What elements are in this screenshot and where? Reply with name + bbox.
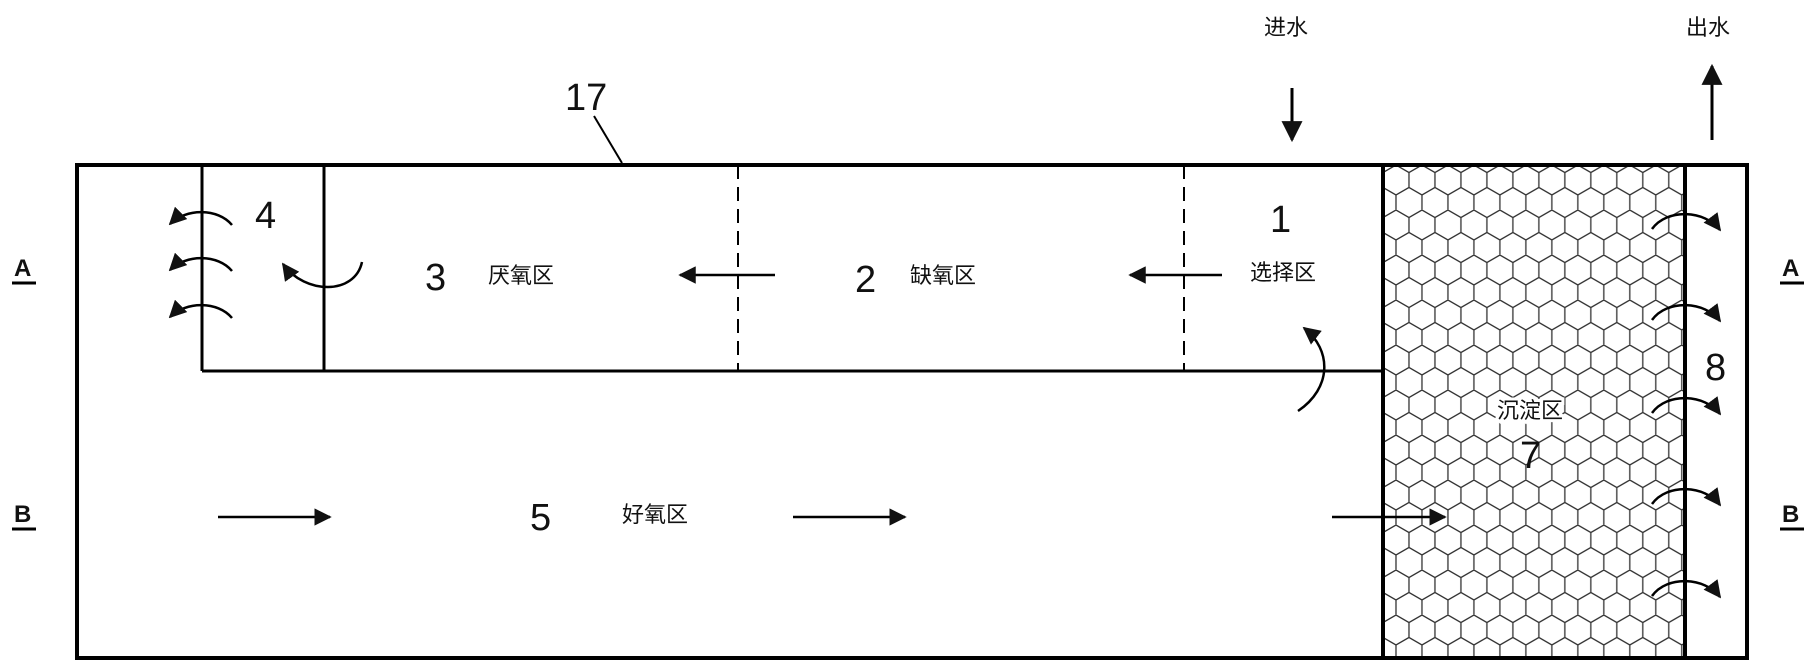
part-number-17: 17 xyxy=(565,77,607,119)
curve-arrow-zone3 xyxy=(281,261,364,289)
outlet-label: 出水 xyxy=(1686,16,1730,41)
section-b-left: B xyxy=(14,501,31,528)
curve-arrow-zone4-top xyxy=(168,206,233,226)
zone-number-3: 3 xyxy=(425,257,446,299)
zone-name-anaerobic: 厌氧区 xyxy=(488,264,554,289)
section-b-right: B xyxy=(1782,501,1799,528)
zone-name-aerobic: 好氧区 xyxy=(622,503,688,528)
curve-arrow-zone8-4 xyxy=(1650,487,1722,507)
zone-number-1: 1 xyxy=(1270,199,1291,241)
zone-name-anoxic: 缺氧区 xyxy=(910,264,976,289)
curve-arrow-return xyxy=(1297,326,1326,413)
tank-outline xyxy=(75,163,1749,660)
section-a-left: A xyxy=(14,255,31,282)
zone-number-8: 8 xyxy=(1705,347,1726,389)
zone-number-5: 5 xyxy=(530,497,551,539)
curve-arrow-zone8-5 xyxy=(1650,579,1722,599)
zone-name-selection: 选择区 xyxy=(1250,261,1316,286)
zone-number-7: 7 xyxy=(1520,435,1541,477)
zone-number-4: 4 xyxy=(255,195,276,237)
zone-number-2: 2 xyxy=(855,259,876,301)
zone-name-settling: 沉淀区 xyxy=(1497,399,1563,424)
curve-arrow-zone8-1 xyxy=(1650,212,1722,232)
leader-line-17 xyxy=(593,115,623,164)
curve-arrow-zone4-mid xyxy=(168,252,233,272)
curve-arrow-zone8-2 xyxy=(1650,303,1722,323)
curve-arrow-zone4-bot xyxy=(168,299,233,319)
settling-zone-media xyxy=(1383,165,1685,658)
curve-arrow-zone8-3 xyxy=(1650,396,1722,416)
inlet-label: 进水 xyxy=(1264,16,1308,41)
section-a-right: A xyxy=(1782,255,1799,282)
